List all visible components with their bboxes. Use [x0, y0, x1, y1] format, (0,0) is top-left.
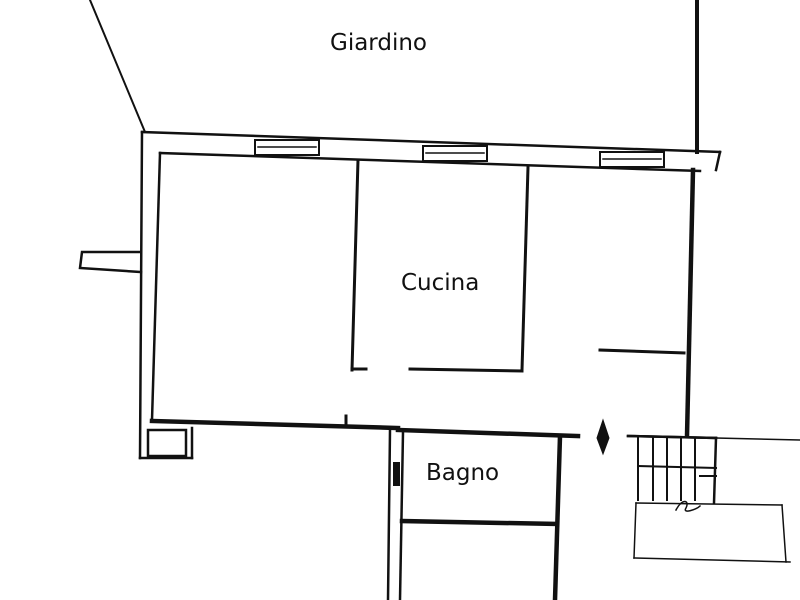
- left-wall-outer: [138, 130, 144, 460]
- main-bottom-wall-mid: [395, 427, 581, 439]
- stair: [626, 434, 718, 512]
- door-marker: [596, 418, 610, 456]
- window-1: [254, 139, 320, 156]
- lower-right-left: [633, 502, 637, 559]
- window-2: [422, 145, 488, 162]
- bathroom-label: Bagno: [426, 460, 500, 486]
- bathroom-bottom-wall: [399, 518, 560, 527]
- main-bottom-wall-left: [149, 418, 401, 431]
- kitchen-label: Cucina: [401, 270, 480, 296]
- bathroom-left-wall-inner: [398, 430, 405, 600]
- left-wall-inner: [150, 151, 162, 422]
- lower-right-top: [715, 437, 800, 441]
- top-wall-outer: [140, 130, 722, 154]
- lower-right-bottom: [633, 557, 791, 563]
- bathroom-left-wall-fill: [393, 462, 400, 486]
- right-wall: [684, 167, 696, 439]
- lower-right-ramp: [635, 502, 783, 506]
- partition-right-stub: [598, 348, 686, 355]
- lower-right-edge: [781, 504, 787, 563]
- kitchen-bottom-wall: [408, 367, 524, 373]
- window-3: [599, 151, 665, 168]
- partition-right: [520, 165, 530, 372]
- garden-diagonal-boundary: [88, 0, 147, 134]
- garden-label: Giardino: [330, 30, 427, 56]
- bathroom-right-wall: [552, 433, 563, 600]
- partition-left: [350, 158, 360, 372]
- bathroom-left-wall-outer: [386, 428, 392, 600]
- corner-pillar: [146, 428, 188, 458]
- left-wall-projection: [78, 250, 143, 274]
- top-wall-right-cap: [714, 150, 722, 172]
